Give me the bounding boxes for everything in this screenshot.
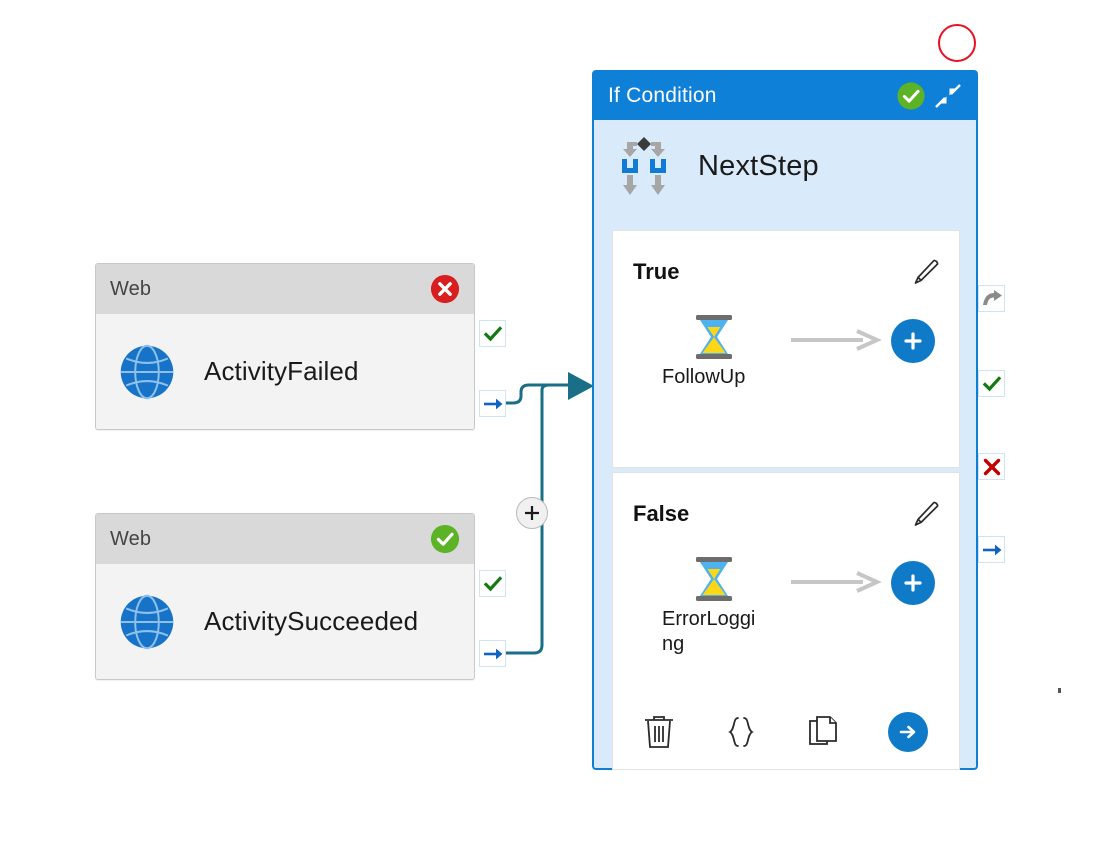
braces-icon[interactable] [724,713,758,751]
if-condition-panel[interactable]: If Condition [592,70,978,770]
activity-card-type-label: Web [110,527,152,550]
branch-content-false: ErrorLogging [613,555,959,657]
step-followup[interactable]: FollowUp [639,313,789,390]
activity-card-activity-succeeded[interactable]: Web ActivitySucceeded [95,513,475,680]
go-next-button[interactable] [888,712,928,752]
trash-icon[interactable] [642,713,676,751]
activity-card-activity-failed[interactable]: Web ActivityFailed [95,263,475,430]
if-condition-subtitle-row: NextStep [594,120,976,212]
if-condition-completion-port[interactable] [978,536,1005,563]
right-arrow-line-icon [791,571,882,593]
blue-arrow-icon [982,544,1001,555]
activity-failed-next-port[interactable] [479,390,506,417]
selection-circle [938,24,976,62]
activity-succeeded-success-port[interactable] [479,570,506,597]
branch-label-true: True [633,259,680,284]
if-condition-failure-port[interactable] [978,453,1005,480]
activity-card-body: ActivitySucceeded [96,564,474,679]
blue-arrow-icon [483,398,502,409]
copy-icon[interactable] [806,713,840,751]
if-condition-subtitle: NextStep [698,149,819,182]
success-circle-icon [430,524,460,554]
activity-succeeded-next-port[interactable] [479,640,506,667]
add-activity-on-edge-button[interactable] [516,497,548,529]
hourglass-icon [696,557,732,601]
activity-card-header: Web [96,264,474,314]
branch-content-true: FollowUp [613,313,959,390]
plus-icon [904,332,922,350]
add-activity-true-button[interactable] [891,319,935,363]
blue-arrow-icon [483,648,502,659]
if-condition-success-port[interactable] [978,370,1005,397]
globe-icon [120,594,174,649]
error-circle-icon [430,274,460,304]
green-check-icon [483,325,502,341]
hourglass-icon [696,315,732,359]
step-name-followup: FollowUp [662,366,746,388]
red-x-icon [983,458,1000,475]
if-condition-toolbar [594,702,976,762]
activity-failed-success-port[interactable] [479,320,506,347]
plus-icon [525,506,539,520]
add-activity-false-button[interactable] [891,561,935,605]
step-errorlogging[interactable]: ErrorLogging [639,555,789,657]
green-check-icon [982,375,1001,391]
activity-card-body: ActivityFailed [96,314,474,429]
success-check-icon [897,82,925,110]
activity-card-name: ActivitySucceeded [204,606,419,636]
arrow-right-circle-icon [899,725,916,739]
activity-card-name: ActivityFailed [204,356,359,386]
plus-icon [904,574,922,592]
green-check-icon [483,575,502,591]
step-name-errorlogging: ErrorLogging [662,608,756,655]
globe-icon [120,344,174,399]
pencil-icon[interactable] [911,257,941,287]
branch-label-false: False [633,501,690,526]
if-condition-title: If Condition [608,84,717,107]
if-condition-retry-port[interactable] [978,285,1005,312]
activity-card-type-label: Web [110,277,152,300]
activity-card-header: Web [96,514,474,564]
redo-arrow-icon [982,289,1002,305]
collapse-diagonal-icon[interactable] [932,80,964,112]
branch-card-true[interactable]: True FollowUp [612,230,960,468]
canvas-dot-marker [1058,688,1061,693]
if-condition-header: If Condition [594,72,976,120]
right-arrow-line-icon [791,329,882,351]
branch-icon [622,137,666,195]
pencil-icon[interactable] [911,499,941,529]
